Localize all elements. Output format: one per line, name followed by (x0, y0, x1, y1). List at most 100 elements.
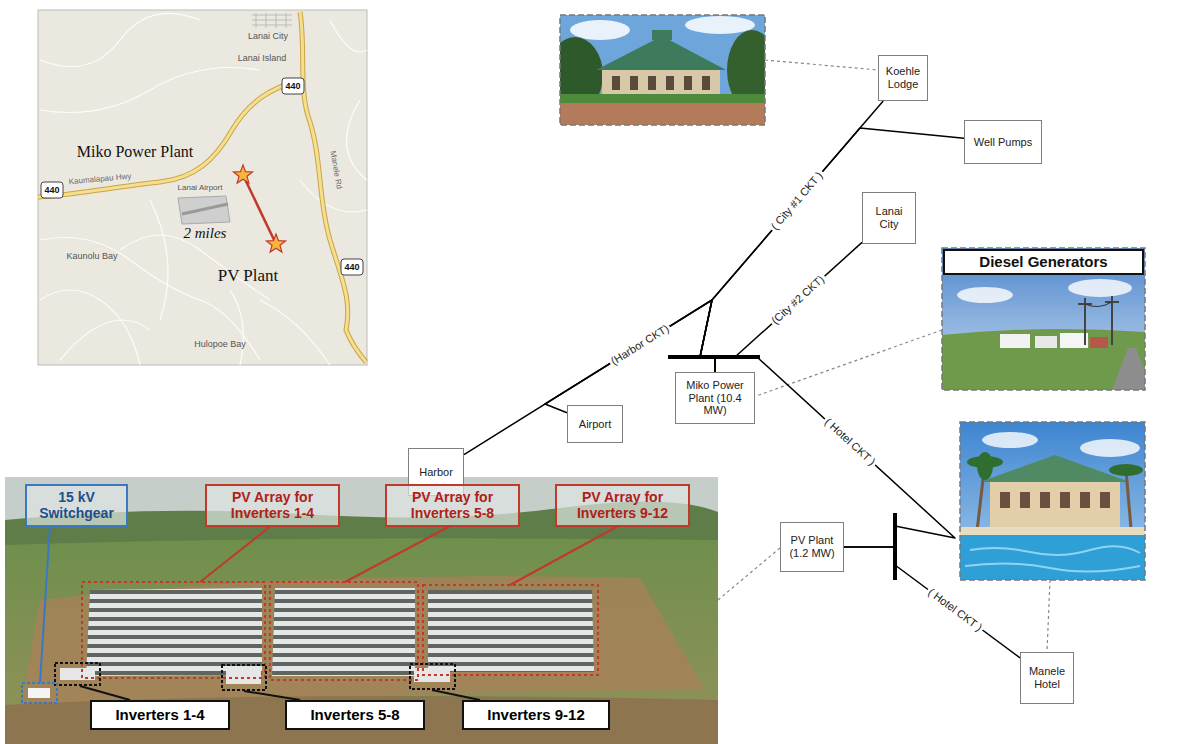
aerial-photo-part-part (86, 588, 262, 676)
hotel-photo-part-part (990, 480, 1120, 528)
aerial-photo-part (22, 683, 57, 703)
aerial-photo-part-part (410, 664, 455, 689)
aerial-photo-part-part (222, 665, 266, 690)
hotel-photo-part-part-part (1100, 492, 1110, 508)
aerial-photo-part-part (5, 501, 718, 744)
location-map-part (41, 182, 63, 198)
hotel-photo-part-part (965, 563, 1140, 571)
aerial-photo-part (200, 525, 620, 585)
aerial-photo-part-part (80, 686, 130, 700)
location-map-part (252, 13, 292, 28)
photo-header-text: Diesel Generators (979, 253, 1107, 270)
one-line-static-part (718, 60, 1050, 652)
location-map-part-part (230, 290, 243, 365)
circuit-label: ( City #1 CKT ) (767, 168, 827, 235)
photo-header: Diesel Generators (943, 249, 1144, 275)
lodge-photo-part-part (685, 16, 755, 34)
one-line-static-part-part (718, 548, 780, 600)
location-map-part-part (256, 13, 257, 28)
site-label: Miko Power Plant (77, 143, 193, 161)
aerial-photo-part-part (28, 688, 50, 698)
load-box: Lanai City (862, 192, 916, 244)
aerial-photo-part-part (5, 538, 718, 744)
plant-box: Miko Power Plant (10.4 MW) (675, 372, 755, 424)
hotel-photo-part-part-part (1040, 492, 1050, 508)
circuit-label: (Harbor CKT) (607, 321, 673, 369)
diesel-photo-part (942, 248, 1145, 390)
aerial-photo-part (80, 686, 480, 700)
aerial-photo-part-part (270, 582, 418, 680)
hotel-photo-part-part-part (1000, 492, 1010, 508)
one-line-static-part-part (765, 60, 878, 70)
diesel-photo-part-part (957, 287, 1013, 303)
array-callout: PV Array for Inverters 1-4 (205, 484, 340, 527)
circuit-line (844, 547, 1020, 658)
lodge-photo-part-part-part (684, 76, 692, 90)
lodge-photo-part-part (652, 30, 672, 40)
lodge-photo-part-part (560, 103, 765, 125)
circuit-line (700, 128, 964, 372)
circuit-label: (City #2 CKT) (767, 271, 828, 328)
load-box: Well Pumps (964, 120, 1042, 164)
location-map-part (182, 204, 228, 214)
hotel-photo-part-part (960, 422, 1145, 580)
lodge-photo-part (560, 15, 765, 125)
location-map-part-part (150, 200, 168, 320)
inverter-callout: Inverters 9-12 (462, 700, 610, 730)
inverter-callout: Inverters 1-4 (90, 700, 230, 730)
location-map-part-part (260, 300, 330, 365)
aerial-photo-part (82, 582, 598, 680)
aerial-photo (5, 477, 718, 744)
location-map-part-part (40, 68, 260, 113)
diesel-photo-part-part (1060, 333, 1088, 348)
diesel-photo-part-part (1084, 298, 1086, 345)
diesel-photo-part-part (942, 248, 1145, 390)
one-line-static-part-part (1047, 580, 1050, 652)
inverter-callout: Inverters 5-8 (285, 700, 425, 730)
hotel-photo-part-part-part (1020, 492, 1030, 508)
circuit-line (700, 101, 883, 372)
lodge-photo-part-part (570, 20, 630, 40)
load-box-text: Well Pumps (974, 136, 1032, 149)
aerial-photo-part-part (510, 525, 620, 585)
location-map-part (38, 80, 300, 197)
location-map-part-part (40, 238, 260, 361)
location-map (38, 10, 367, 365)
array-callout: PV Array for Inverters 9-12 (555, 484, 690, 527)
diesel-photo-part-part (942, 329, 1145, 390)
lodge-photo-part-part (612, 76, 710, 90)
lodge-photo-part-part (602, 68, 720, 96)
map-label: Lanai Island (238, 53, 287, 63)
location-map-part-part (276, 13, 277, 28)
hotel-photo-part-part (982, 432, 1038, 448)
diesel-photo-part-part (1112, 348, 1145, 390)
aerial-photo-part-part (272, 588, 415, 676)
aerial-photo-part-part (428, 590, 594, 672)
hotel-photo-part (960, 422, 1145, 580)
aerial-photo-part-part (5, 696, 718, 744)
lodge-photo-part-part-part (666, 76, 674, 90)
location-map-part (300, 12, 366, 362)
aerial-photo-part-part (20, 576, 705, 712)
site-label: PV Plant (218, 266, 279, 286)
distance-label: 2 miles (184, 225, 227, 242)
aerial-photo-part-part (423, 585, 598, 675)
aerial-photo-part-part (244, 691, 300, 700)
hotel-photo-part-part-part (1080, 492, 1090, 508)
aerial-photo-part-part (428, 590, 594, 672)
map-label: Lanai City (248, 31, 288, 41)
one-line-static (668, 60, 1050, 652)
lodge-photo-part-part-part (612, 76, 620, 90)
location-map-part-part (40, 13, 200, 66)
lodge-photo (547, 15, 777, 125)
switchgear-callout: 15 kV Switchgear (25, 484, 128, 527)
plant-box-text: PV Plant (1.2 MW) (784, 534, 840, 559)
location-map-part (38, 80, 300, 197)
lodge-photo-part-part-part (648, 76, 656, 90)
load-box: Airport (567, 405, 623, 443)
hotel-photo-part-part (1080, 439, 1140, 457)
array-callout-text: PV Array for Inverters 9-12 (561, 489, 684, 521)
location-map-part (300, 12, 366, 362)
